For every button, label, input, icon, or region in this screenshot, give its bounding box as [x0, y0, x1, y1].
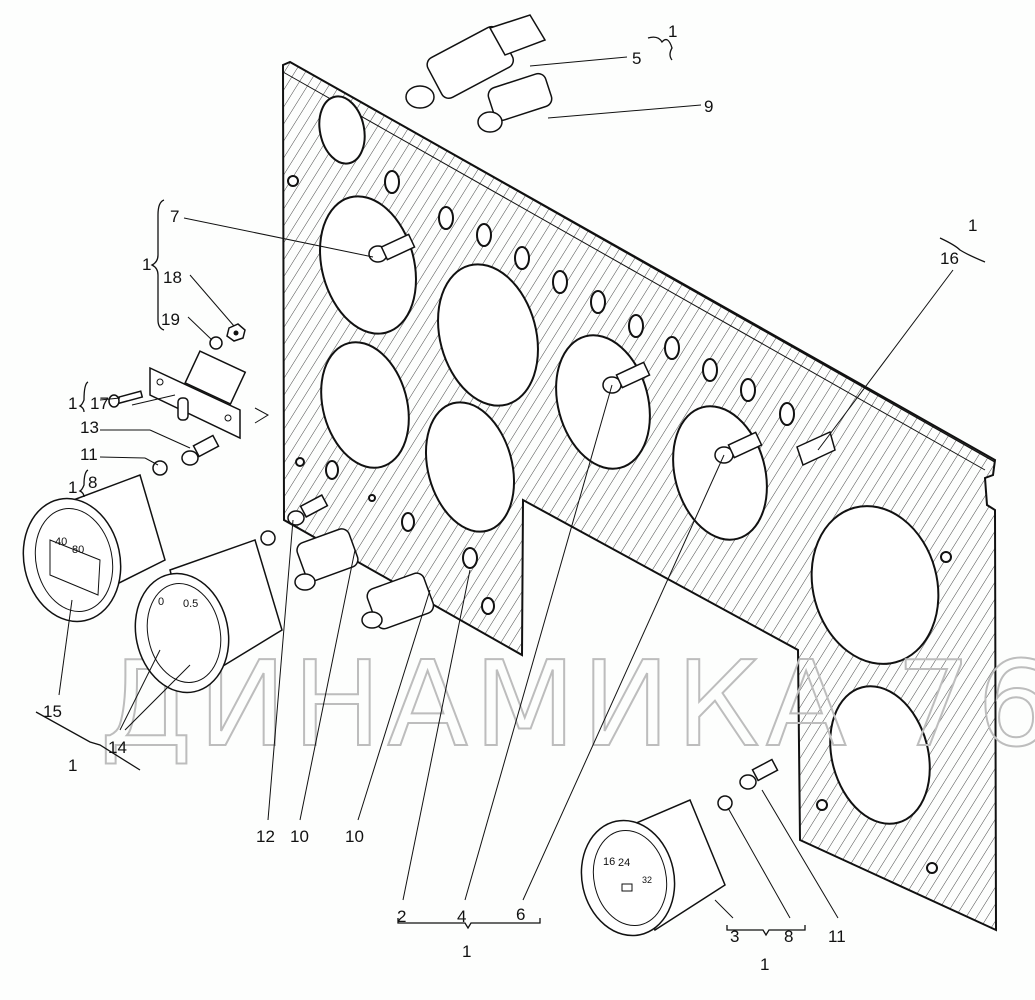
callout: 18: [163, 268, 182, 287]
gauge-14-tick: 0.5: [183, 598, 198, 610]
indicator-10b: [361, 572, 435, 630]
callout: 9: [704, 97, 713, 116]
lamp-socket-7: [368, 233, 416, 263]
panel-hole: [319, 195, 417, 335]
callout: 8: [784, 927, 793, 946]
gauge-14-tick: 0: [158, 596, 164, 608]
callout: 7: [170, 207, 179, 226]
gauge-3-tick: 16: [603, 856, 615, 868]
washer-19: [209, 336, 223, 350]
socket-11b: [739, 758, 779, 790]
callout: 16: [940, 249, 959, 268]
callout: 12: [256, 827, 275, 846]
callout: 10: [345, 827, 364, 846]
gauge-3-tick: 32: [642, 875, 652, 885]
callout: 19: [161, 310, 180, 329]
callout: 1: [142, 255, 151, 274]
toggle-switch-13: [149, 350, 270, 440]
callout: 6: [516, 905, 525, 924]
callout: 10: [290, 827, 309, 846]
callout-labels: 1 5 9 7 1 16 1 18 19 1 17 13 11 1 8 15 1…: [43, 22, 977, 974]
callout: 11: [828, 927, 846, 946]
direction-arrow-icon: [254, 407, 270, 424]
callout: 1: [968, 216, 977, 235]
indicator-10a: [294, 528, 359, 591]
callout: 17: [90, 394, 109, 413]
callout: 11: [80, 445, 98, 464]
callout: 15: [43, 702, 62, 721]
panel-hole: [318, 95, 366, 165]
gauge-3: 16 24 32: [580, 799, 726, 937]
socket-12: [287, 494, 329, 526]
lamp-near-12: [260, 530, 276, 546]
callout: 5: [632, 49, 641, 68]
callout: 14: [108, 738, 127, 757]
gauge-15: 40 80: [22, 474, 166, 623]
callout: 3: [730, 927, 739, 946]
gauge-3-tick: 24: [618, 857, 630, 869]
panel-hole: [810, 505, 940, 665]
callout: 1: [68, 756, 77, 775]
panel-hole: [829, 685, 931, 825]
callout: 1: [760, 955, 769, 974]
panel-hole: [320, 341, 410, 469]
leader-lines: [58, 56, 954, 919]
part-9-switch: [477, 72, 553, 133]
gauge-15-tick: 40: [55, 536, 67, 548]
socket-11: [181, 434, 220, 466]
callout: 8: [88, 473, 97, 492]
gauge-15-tick: 80: [72, 544, 84, 556]
gauge-14: 0 0.5: [134, 539, 283, 694]
lamp-8b: [717, 795, 733, 811]
panel-hole: [437, 263, 539, 407]
lamp-socket-6: [714, 431, 763, 464]
part-5-switch: [405, 14, 547, 109]
screw-17: [108, 390, 144, 408]
watermark-text: ДИНАМИКА 76: [100, 635, 1035, 773]
callout: 13: [80, 418, 99, 437]
panel-hole: [555, 334, 651, 470]
lamp-socket-4: [602, 361, 651, 394]
group-braces: [35, 36, 986, 937]
callout: 1: [668, 22, 677, 41]
panel-hole: [424, 401, 516, 533]
callout: 1: [462, 942, 471, 961]
nut-18: [226, 323, 246, 342]
callout: 2: [397, 907, 406, 926]
callout: 1: [68, 478, 77, 497]
callout: 1: [68, 394, 77, 413]
callout: 4: [457, 907, 466, 926]
